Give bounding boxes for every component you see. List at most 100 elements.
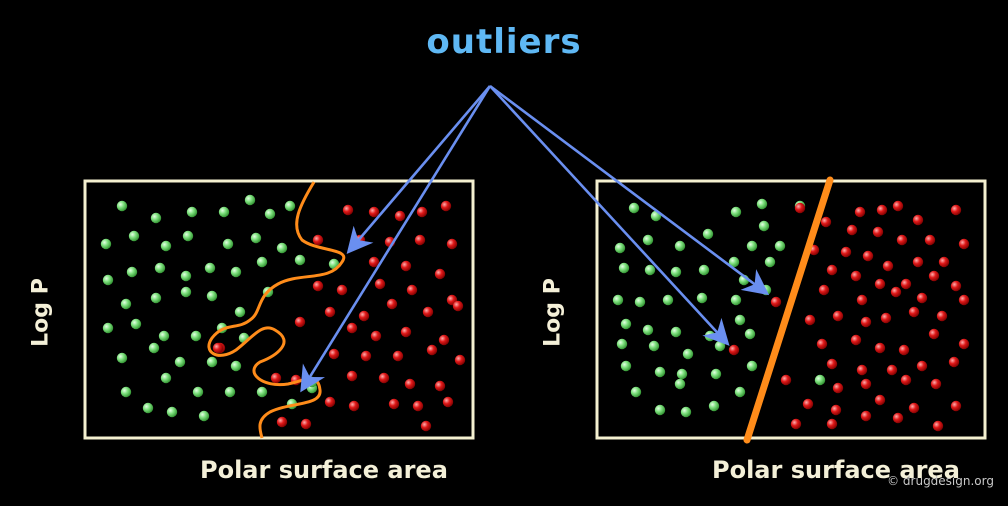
red-point — [394, 210, 406, 222]
green-point — [120, 298, 132, 310]
red-point — [312, 280, 324, 292]
red-point — [916, 292, 928, 304]
red-point — [270, 372, 282, 384]
outliers-title: outliers — [426, 22, 582, 62]
green-point — [746, 360, 758, 372]
red-point — [794, 202, 806, 214]
red-point — [862, 250, 874, 262]
green-point — [774, 240, 786, 252]
green-point — [756, 198, 768, 210]
green-point — [224, 386, 236, 398]
red-point — [300, 418, 312, 430]
green-point — [616, 338, 628, 350]
green-point — [702, 228, 714, 240]
green-point — [744, 328, 756, 340]
arrow-right-lower — [489, 85, 730, 346]
red-point — [790, 418, 802, 430]
red-point — [452, 300, 464, 312]
green-point — [654, 366, 666, 378]
red-point — [820, 216, 832, 228]
red-point — [826, 264, 838, 276]
green-point — [142, 402, 154, 414]
red-point — [880, 312, 892, 324]
green-point — [676, 368, 688, 380]
green-point — [630, 386, 642, 398]
red-point — [212, 342, 224, 354]
red-point — [336, 284, 348, 296]
red-point — [882, 260, 894, 272]
red-point — [770, 296, 782, 308]
red-point — [856, 294, 868, 306]
green-point — [654, 404, 666, 416]
green-point — [158, 330, 170, 342]
red-point — [446, 238, 458, 250]
green-point — [150, 212, 162, 224]
red-point — [324, 306, 336, 318]
red-point — [368, 206, 380, 218]
red-point — [850, 270, 862, 282]
red-point — [328, 348, 340, 360]
green-point — [620, 318, 632, 330]
green-point — [710, 368, 722, 380]
red-point — [826, 418, 838, 430]
green-point — [198, 410, 210, 422]
green-point — [734, 386, 746, 398]
green-point — [126, 266, 138, 278]
green-point — [256, 256, 268, 268]
red-point — [374, 278, 386, 290]
red-point — [950, 280, 962, 292]
green-point — [180, 286, 192, 298]
red-point — [872, 226, 884, 238]
red-point — [958, 238, 970, 250]
red-point — [846, 224, 858, 236]
red-point — [928, 270, 940, 282]
arrow-left-lower — [300, 85, 492, 393]
red-point — [728, 344, 740, 356]
green-point — [734, 314, 746, 326]
red-point — [420, 420, 432, 432]
red-point — [368, 256, 380, 268]
arrow-left-upper — [346, 85, 491, 254]
red-point — [840, 246, 852, 258]
red-point — [434, 380, 446, 392]
green-point — [100, 238, 112, 250]
red-point — [294, 316, 306, 328]
red-point — [898, 344, 910, 356]
green-point — [294, 254, 306, 266]
left-plot-frame — [83, 179, 475, 440]
green-point — [116, 352, 128, 364]
red-point — [434, 268, 446, 280]
green-point — [160, 240, 172, 252]
red-point — [388, 398, 400, 410]
red-point — [874, 278, 886, 290]
green-point — [704, 330, 716, 342]
outlier-arrows — [300, 84, 770, 393]
green-point — [730, 294, 742, 306]
green-point — [148, 342, 160, 354]
green-point — [192, 386, 204, 398]
red-point — [438, 334, 450, 346]
red-point — [360, 350, 372, 362]
green-point — [264, 208, 276, 220]
red-point — [850, 334, 862, 346]
credit-text: © drugdesign.org — [887, 474, 994, 488]
red-point — [404, 378, 416, 390]
red-point — [876, 204, 888, 216]
red-point — [346, 370, 358, 382]
red-point — [860, 378, 872, 390]
red-point — [950, 204, 962, 216]
left-xlabel: Polar surface area — [200, 456, 448, 484]
right-points — [612, 198, 970, 432]
red-point — [412, 400, 424, 412]
green-point — [642, 324, 654, 336]
red-point — [854, 206, 866, 218]
red-point — [426, 344, 438, 356]
red-point — [900, 374, 912, 386]
red-point — [890, 286, 902, 298]
red-point — [912, 214, 924, 226]
green-point — [230, 266, 242, 278]
red-point — [312, 234, 324, 246]
green-point — [674, 378, 686, 390]
green-point — [612, 294, 624, 306]
